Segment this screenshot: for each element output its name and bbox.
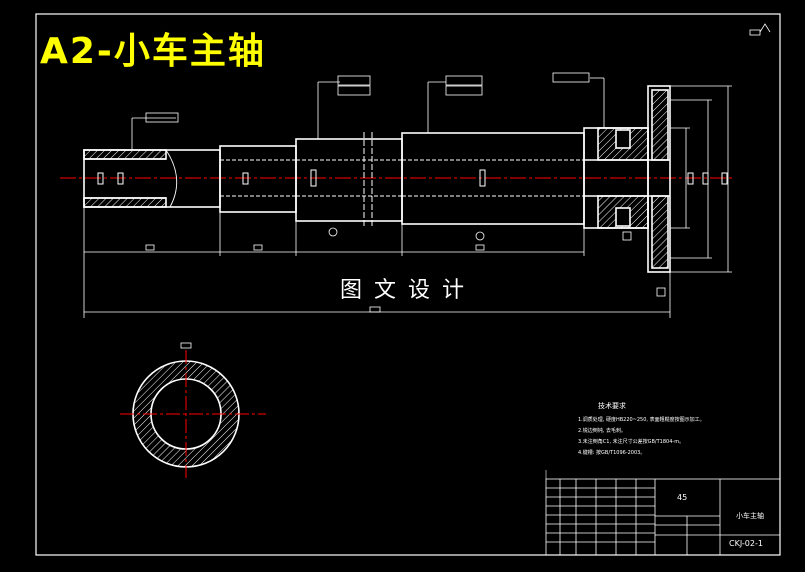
part-name: 小车主轴: [736, 512, 764, 520]
technical-requirement-line: 1.调质处理, 硬度HB220~250, 表面粗糙度按图示加工。: [578, 417, 705, 423]
drawing-frame: [35, 13, 781, 556]
watermark-text: 图文设计: [340, 278, 477, 303]
banner-title: A2-小车主轴: [40, 31, 266, 72]
technical-requirements-title: 技术要求: [598, 402, 626, 410]
shaft-main-view: [83, 85, 671, 273]
technical-requirement-line: 3.未注倒角C1, 未注尺寸公差按GB/T1804-m。: [578, 439, 685, 445]
material-label: 45: [677, 493, 688, 502]
title-block: [545, 478, 781, 556]
roughness-symbol: [749, 23, 771, 36]
tolerance-frames: [145, 72, 666, 313]
technical-requirement-line: 2.锐边倒钝, 去毛刺。: [578, 428, 626, 434]
drawing-number: CKJ-02-1: [729, 539, 763, 548]
cross-section-view: [120, 342, 266, 478]
technical-requirement-line: 4.键槽: 按GB/T1096-2003。: [578, 450, 646, 456]
